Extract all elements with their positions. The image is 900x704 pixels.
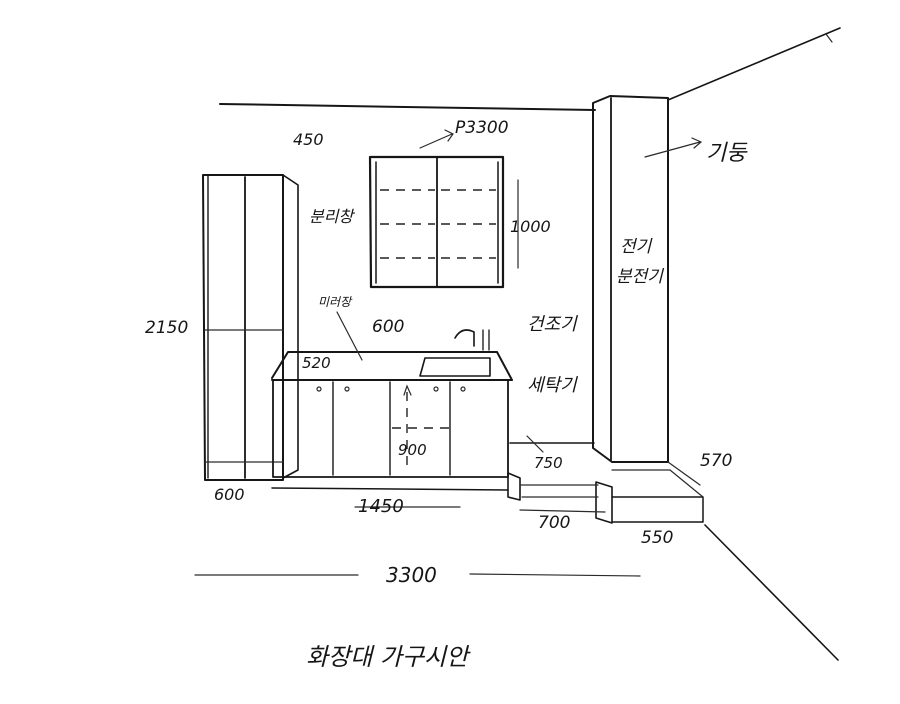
label-electric-2: 분전기 xyxy=(616,267,664,287)
ceiling-line xyxy=(219,103,596,111)
label-washer: 세탁기 xyxy=(527,375,578,396)
label-tall-width: 600 xyxy=(214,485,245,504)
label-washer-gap: 750 xyxy=(534,454,563,472)
label-counter-depth: 520 xyxy=(302,354,331,372)
label-overall-width: 3300 xyxy=(386,563,437,587)
window xyxy=(368,155,519,289)
label-window: 분리창 xyxy=(309,207,355,226)
vanity-cabinet xyxy=(271,329,513,491)
label-cabinet-top: 450 xyxy=(293,130,324,149)
arrow-pillar xyxy=(644,137,703,158)
label-mirror: 미러장 xyxy=(318,295,353,309)
label-electric-1: 전기 xyxy=(620,237,653,257)
leader-mirror xyxy=(336,311,363,361)
right-wall-bottom-edge xyxy=(704,524,839,661)
label-tall-height: 2150 xyxy=(145,318,188,338)
sketch-title: 화장대 가구시안 xyxy=(306,643,471,671)
label-window-note: P3300 xyxy=(455,118,509,138)
label-pillar: 기둥 xyxy=(706,141,748,166)
label-door-width: 900 xyxy=(398,441,427,459)
label-floor-700: 700 xyxy=(538,513,570,533)
label-dryer: 건조기 xyxy=(527,314,578,335)
pillar xyxy=(592,95,701,486)
label-pillar-depth: 570 xyxy=(700,451,732,471)
label-basin-side: 600 xyxy=(372,317,404,337)
washer-area xyxy=(507,435,704,524)
arrow-window xyxy=(419,129,454,149)
tall-cabinet xyxy=(202,174,299,481)
right-wall-top-edge xyxy=(667,27,841,101)
label-pillar-box-width: 550 xyxy=(641,528,673,548)
label-vanity-width: 1450 xyxy=(358,496,404,517)
label-window-height: 1000 xyxy=(510,217,551,236)
